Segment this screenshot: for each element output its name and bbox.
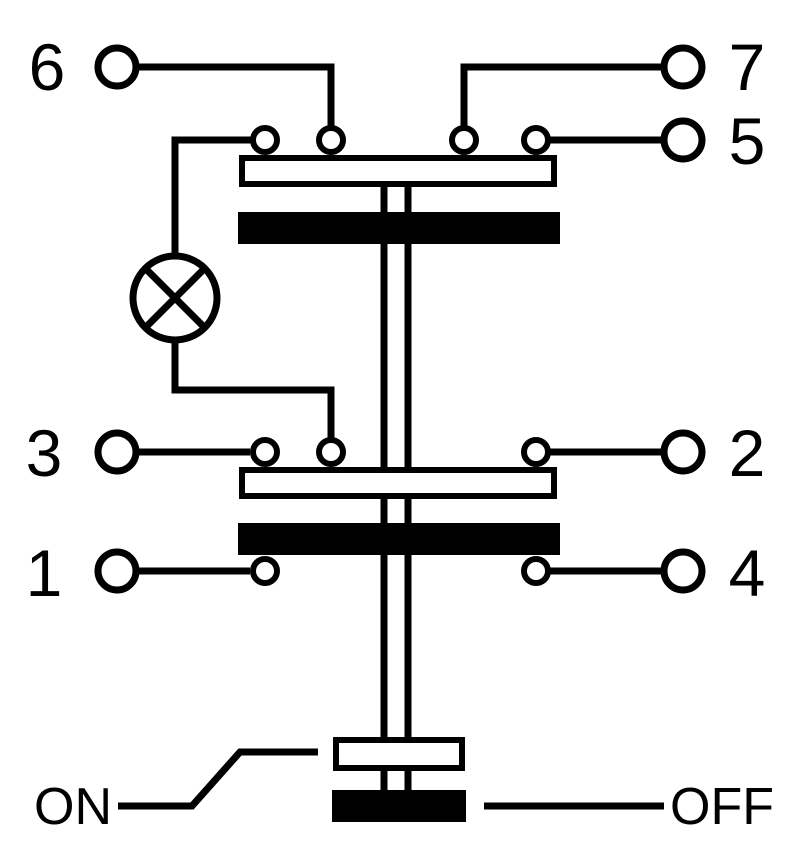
contact-point: [250, 437, 280, 467]
terminal-label-3: 3: [26, 416, 63, 490]
terminal-2: [660, 429, 706, 475]
terminal-label-6: 6: [29, 30, 66, 104]
terminal-3: [94, 429, 140, 475]
terminals: [94, 44, 706, 594]
position-label-off: OFF: [670, 778, 774, 836]
actuator-button-top: [333, 737, 465, 771]
terminal-5: [660, 117, 706, 163]
terminal-label-2: 2: [729, 416, 766, 490]
terminal-label-7: 7: [729, 30, 766, 104]
terminal-7: [660, 44, 706, 90]
contact-point: [521, 556, 551, 586]
upper-fixed-bar: [238, 212, 560, 244]
contact-points: [250, 125, 551, 586]
lamp-icon: [129, 252, 221, 344]
contact-point: [316, 437, 346, 467]
terminal-4: [660, 548, 706, 594]
lower-fixed-bar: [238, 523, 560, 555]
wiring: [118, 63, 664, 810]
position-label-on: ON: [34, 778, 112, 836]
terminal-label-5: 5: [729, 104, 766, 178]
contact-point: [521, 437, 551, 467]
lower-movable-bar: [239, 467, 557, 499]
terminal-label-4: 4: [729, 536, 766, 610]
terminal-6: [94, 44, 140, 90]
contact-point: [316, 125, 346, 155]
upper-movable-bar: [239, 155, 557, 187]
contact-point: [250, 556, 280, 586]
actuator-button-base: [332, 790, 466, 822]
terminal-1: [94, 548, 140, 594]
contact-point: [250, 125, 280, 155]
contact-point: [521, 125, 551, 155]
contact-point: [449, 125, 479, 155]
terminal-label-1: 1: [26, 536, 63, 610]
